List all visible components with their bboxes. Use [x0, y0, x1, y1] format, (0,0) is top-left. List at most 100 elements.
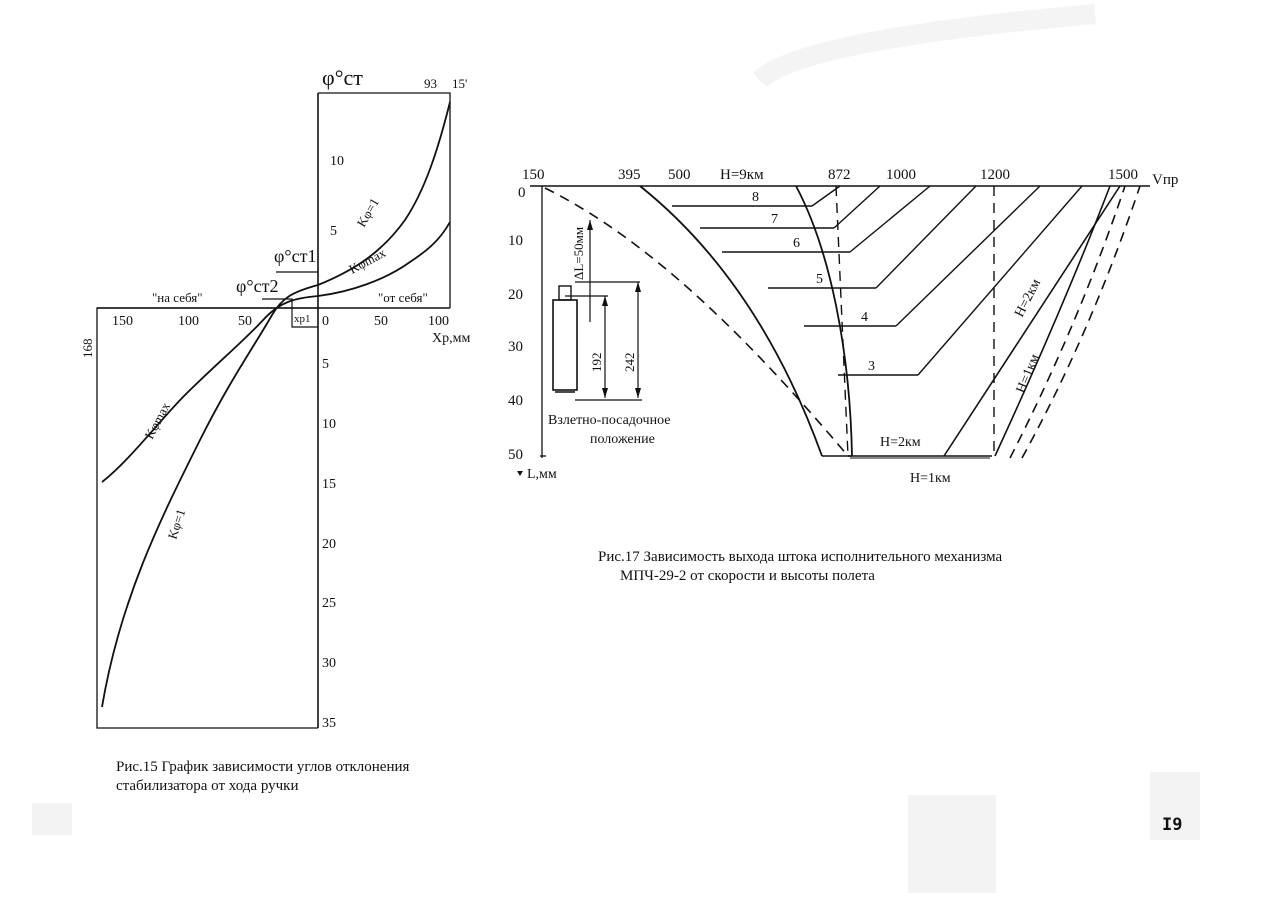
fig17-xtick: 500 — [668, 167, 691, 183]
fig15-ytick-up: 5 — [330, 224, 337, 239]
fig15-frame-lower — [96, 307, 318, 729]
fig15-top-label-15: 15' — [452, 76, 467, 91]
fig17-xtick: 1000 — [886, 167, 916, 183]
fig17-chart — [530, 185, 1150, 459]
fig17-dl-label: ΔL=50мм — [571, 227, 586, 280]
scan-smudge — [1150, 772, 1200, 840]
fig17-xtick: 1500 — [1108, 167, 1138, 183]
fig15-xtick-left: 100 — [178, 314, 199, 329]
scan-smudge — [752, 4, 1096, 88]
fig17-altitude-label: 7 — [771, 212, 778, 227]
fig17-h2-bottom-label: H=2км — [880, 435, 921, 450]
fig17-right-dashed-2 — [1021, 185, 1141, 459]
fig17-ytick: 40 — [508, 393, 523, 409]
fig17-ytick: 50 — [508, 447, 523, 463]
fig15-tick-labels: 10 5 5 10 15 20 25 30 35 150 100 50 0 50… — [112, 154, 449, 731]
fig17-arrowhead — [587, 220, 593, 230]
fig17-altitude-label: 5 — [816, 272, 823, 287]
fig17-altitude-labels: 8 7 6 5 4 3 — [752, 190, 875, 374]
fig17-ytick: 20 — [508, 287, 523, 303]
fig17-y-axis-label: L,мм — [527, 467, 557, 482]
fig15-phi-st1-label: φ°ст1 — [274, 246, 316, 266]
fig15-caption: Рис.15 График зависимости углов отклонен… — [116, 758, 409, 796]
fig17-y-axis-arrow — [517, 471, 523, 476]
fig17-dim-242-label: 242 — [622, 353, 637, 373]
fig15-curve-k1 — [101, 101, 451, 708]
fig15-ytick-down: 20 — [322, 537, 336, 552]
scan-smudge — [32, 803, 72, 835]
fig17-h1-right-label: H=1км — [1014, 352, 1043, 395]
fig17-diagonal-4 — [895, 185, 1041, 327]
fig15-top-label-93: 93 — [424, 76, 437, 91]
fig17-arrowhead — [602, 388, 608, 398]
fig17-ytick: 10 — [508, 233, 523, 249]
fig17-x-axis-label: Vпр — [1152, 172, 1178, 188]
fig17-takeoff-line1: Взлетно-посадочное — [548, 413, 670, 428]
fig17-left-arc-inner — [639, 185, 823, 457]
fig17-ytick: 30 — [508, 339, 523, 355]
fig17-caption: Рис.17 Зависимость выхода штока исполнит… — [598, 548, 1002, 586]
fig17-arrowhead — [602, 296, 608, 306]
fig17-arrowhead — [635, 388, 641, 398]
fig17-diagonal-7 — [833, 185, 881, 229]
fig15-xtick-right: 100 — [428, 314, 449, 329]
fig15-xp1-label: xp1 — [294, 313, 311, 325]
fig15-ytick-down: 10 — [322, 417, 336, 432]
fig15-ytick-down: 5 — [322, 357, 329, 372]
fig17-h2-right-label: H=2км — [1012, 277, 1044, 320]
fig15-ytick-down: 15 — [322, 477, 336, 492]
fig17-actuator-body — [552, 299, 578, 391]
fig17-actuator-cap — [558, 285, 572, 301]
fig17-right-dashed-1 — [1009, 185, 1126, 459]
fig15-caption-line2: стабилизатора от хода ручки — [116, 778, 299, 794]
fig15-ytick-up: 10 — [330, 154, 344, 169]
fig15-curve-k1-label-lower: Kφ=1 — [165, 507, 189, 541]
fig15-ytick-down: 30 — [322, 656, 336, 671]
fig17-arrowheads — [517, 220, 641, 476]
fig17-altitude-label: 8 — [752, 190, 759, 205]
fig15-xtick-left: 150 — [112, 314, 133, 329]
fig15-ytick-down: 25 — [322, 596, 336, 611]
fig15-chart — [96, 92, 451, 729]
fig17-altitude-label: 6 — [793, 236, 800, 251]
fig17-dim-192-label: 192 — [589, 353, 604, 373]
fig17-left-arc-outer — [795, 185, 853, 457]
fig15-curve-kmax-label-lower: Kφmax — [141, 399, 173, 441]
fig17-ytick: 0 — [518, 185, 526, 201]
fig15-na-sebya: "на себя" — [152, 290, 203, 305]
fig17-xtick: 1200 — [980, 167, 1010, 183]
fig17-tick-labels: 150 395 500 872 1000 1200 1500 0 10 20 3… — [508, 167, 1138, 463]
fig17-altitude-label: 3 — [868, 359, 875, 374]
fig17-caption-line2: МПЧ-29-2 от скорости и высоты полета — [620, 568, 875, 584]
fig15-ytick-down: 35 — [322, 716, 336, 731]
fig15-xtick-right: 0 — [322, 314, 329, 329]
fig17-h1-bottom-label: H=1км — [910, 471, 951, 486]
fig15-xtick-left: 50 — [238, 314, 252, 329]
fig15-curve-kmax-label-upper: Kφmax — [346, 245, 388, 277]
fig17-xtick: 872 — [828, 167, 851, 183]
fig15-caption-line1: Рис.15 График зависимости углов отклонен… — [116, 759, 410, 775]
fig17-xtick: 395 — [618, 167, 641, 183]
fig15-xp-axis-label: Xp,мм — [432, 331, 470, 346]
fig15-phi-axis-label: φ°ст — [322, 65, 363, 90]
fig17-diagonal-3 — [917, 185, 1083, 376]
fig17-caption-line1: Рис.17 Зависимость выхода штока исполнит… — [598, 549, 1003, 565]
fig15-ot-sebya: "от себя" — [378, 290, 428, 305]
scan-smudge — [908, 795, 996, 893]
fig15-value-168: 168 — [80, 339, 95, 359]
fig17-left-dashed-arc — [544, 187, 849, 457]
page-number: I9 — [1162, 815, 1183, 835]
fig17-arrowhead — [635, 282, 641, 292]
fig17-h9-label: H=9км — [720, 167, 764, 183]
fig17-h1-line — [994, 185, 1111, 457]
fig17-takeoff-line2: положение — [590, 432, 655, 447]
fig17-diagonal-6 — [849, 185, 931, 253]
fig17-vline-872 — [835, 185, 849, 457]
fig17-h2-line — [943, 185, 1121, 457]
fig15-xtick-right: 50 — [374, 314, 388, 329]
fig17-altitude-label: 4 — [861, 310, 868, 325]
fig17-diagonal-8 — [811, 185, 841, 207]
fig15-curve-kmax — [101, 221, 451, 483]
